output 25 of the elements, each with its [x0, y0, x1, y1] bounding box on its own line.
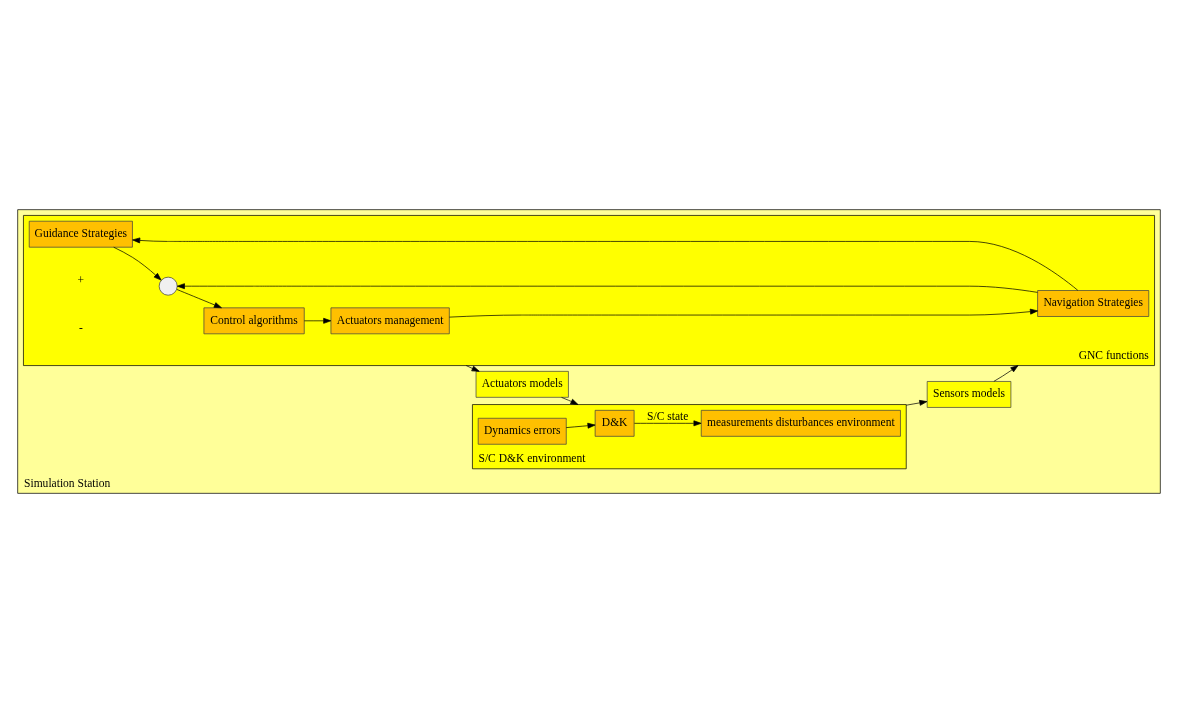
arrow	[565, 422, 596, 429]
arrow	[993, 364, 1019, 382]
arrow	[176, 288, 222, 308]
arrow	[304, 317, 332, 324]
label: +	[77, 273, 85, 286]
arrow	[132, 237, 1079, 291]
edge-label: S/C state	[647, 409, 689, 422]
node-circle	[158, 276, 178, 296]
node-box: Navigation Strategies	[1037, 289, 1150, 317]
node-box: Actuators models	[475, 370, 569, 398]
node-box: Dynamics errors	[477, 417, 567, 445]
node-box: measurements disturbances environment	[700, 409, 901, 437]
arrow	[561, 396, 579, 405]
arrow	[176, 282, 1038, 293]
node-box: Control algorithms	[203, 306, 305, 334]
arrow	[113, 246, 162, 280]
node-box: Sensors models	[926, 380, 1012, 408]
arrow	[465, 364, 480, 372]
node-box: Actuators management	[330, 306, 450, 334]
node-box: Guidance Strategies	[28, 220, 133, 248]
arrow	[634, 419, 702, 426]
node-box: D&K	[594, 409, 635, 437]
arrow	[449, 308, 1038, 317]
arrow	[905, 399, 928, 406]
label: -	[78, 320, 83, 333]
